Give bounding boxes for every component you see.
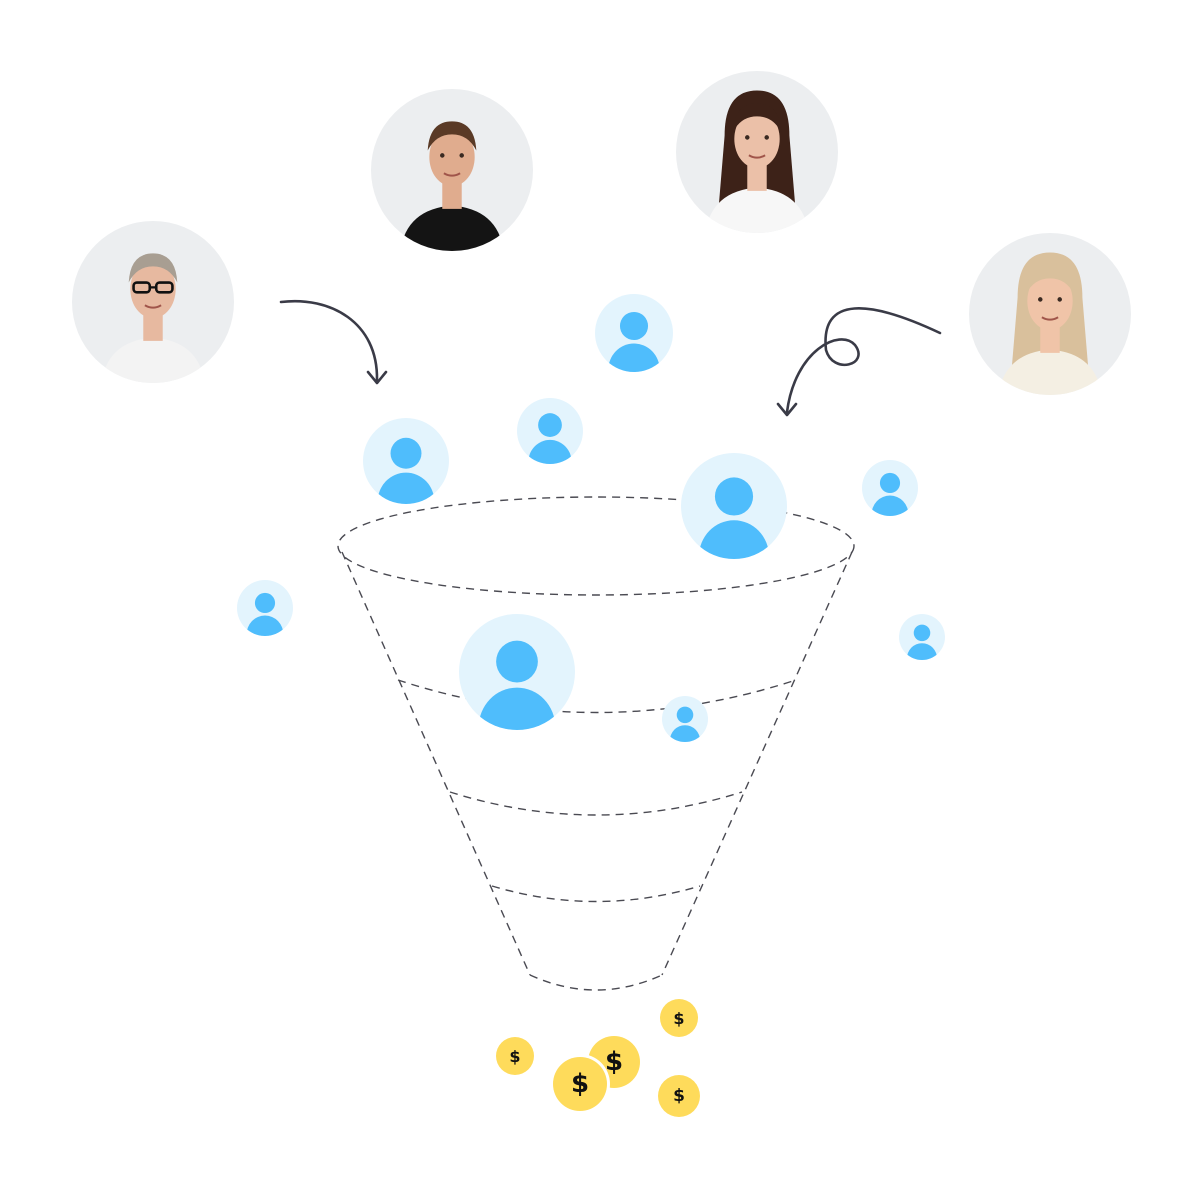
- funnel-stage-1: [397, 679, 797, 714]
- user-icons: [237, 294, 945, 742]
- funnel-right-side: [661, 551, 853, 976]
- dollar-sign: $: [673, 1086, 685, 1106]
- arrow-head-icon: [776, 402, 798, 417]
- dollar-coin-icon: $: [588, 1036, 640, 1088]
- user-avatar-icon: [517, 398, 583, 464]
- user-avatar-icon: [681, 453, 787, 559]
- user-avatar-icon: [862, 460, 918, 516]
- sales-funnel: [337, 496, 855, 991]
- user-avatar-icon: [459, 614, 575, 730]
- dollar-sign: $: [604, 1047, 624, 1077]
- funnel-top-ellipse: [337, 496, 855, 596]
- portrait-icon: [400, 121, 504, 251]
- customer-photo-man-glasses: [72, 221, 234, 383]
- customer-photo-woman-blonde: [969, 233, 1131, 395]
- funnel-bottom: [529, 974, 663, 991]
- funnel-left-side: [341, 551, 531, 976]
- curved-arrow-left-icon: [279, 299, 379, 382]
- user-avatar-icon: [363, 418, 449, 504]
- portrait-icon: [998, 252, 1102, 395]
- dollar-sign: $: [509, 1046, 521, 1066]
- dollar-sign: $: [570, 1069, 590, 1099]
- portrait-icon: [705, 90, 809, 233]
- portrait-icon: [101, 253, 205, 383]
- user-avatar-icon: [595, 294, 673, 372]
- user-avatar-icon: [237, 580, 293, 636]
- dollar-coin-icon: $: [660, 999, 698, 1037]
- dollar-coin-icon: $: [658, 1075, 700, 1117]
- loop-arrow-right-icon: [785, 307, 942, 414]
- arrow-head-icon: [366, 370, 388, 385]
- user-avatar-icon: [662, 696, 708, 742]
- dollar-coin-icon: $: [553, 1057, 607, 1111]
- funnel-stage-3: [491, 885, 701, 903]
- funnel-stage-2: [449, 791, 743, 816]
- user-avatar-icon: [899, 614, 945, 660]
- dollar-sign: $: [673, 1008, 685, 1028]
- customer-photo-man-black-shirt: [371, 89, 533, 251]
- customer-photo-woman-dark-hair: [676, 71, 838, 233]
- dollar-coin-icon: $: [496, 1037, 534, 1075]
